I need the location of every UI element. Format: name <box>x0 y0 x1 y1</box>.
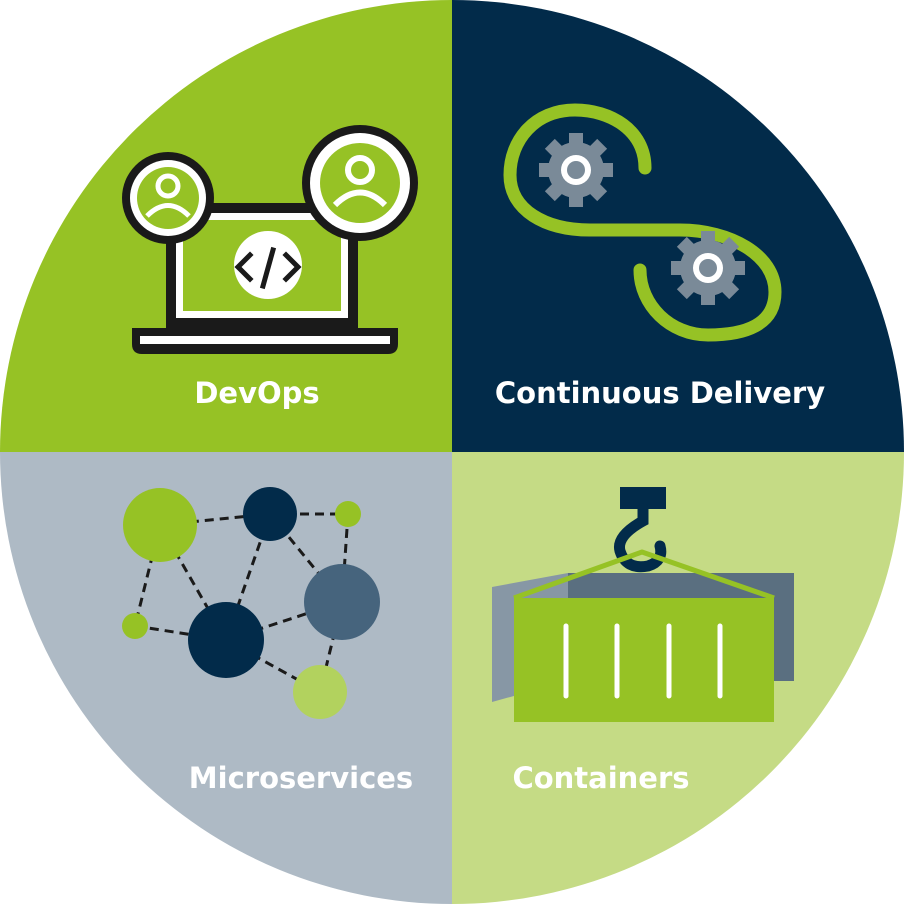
crane-container-icon <box>492 487 794 722</box>
containers-label: Containers <box>512 761 689 795</box>
code-icon <box>234 246 302 290</box>
node-icon <box>243 487 297 541</box>
network-nodes-icon <box>122 487 380 719</box>
devops-label: DevOps <box>194 376 319 410</box>
user-avatar-right-icon <box>302 125 418 241</box>
node-icon <box>188 602 264 678</box>
node-icon <box>293 665 347 719</box>
microservices-label: Microservices <box>189 761 413 795</box>
user-avatar-left-icon <box>122 152 214 244</box>
node-icon <box>335 501 361 527</box>
node-icon <box>304 564 380 640</box>
hook-icon <box>620 487 666 509</box>
laptop-with-users-icon <box>122 125 418 354</box>
infinity-loop-gears-icon <box>503 103 782 342</box>
gear-icon <box>539 133 613 207</box>
continuous-delivery-label: Continuous Delivery <box>495 376 825 410</box>
gear-icon <box>671 231 745 305</box>
node-icon <box>122 613 148 639</box>
node-icon <box>123 488 197 562</box>
